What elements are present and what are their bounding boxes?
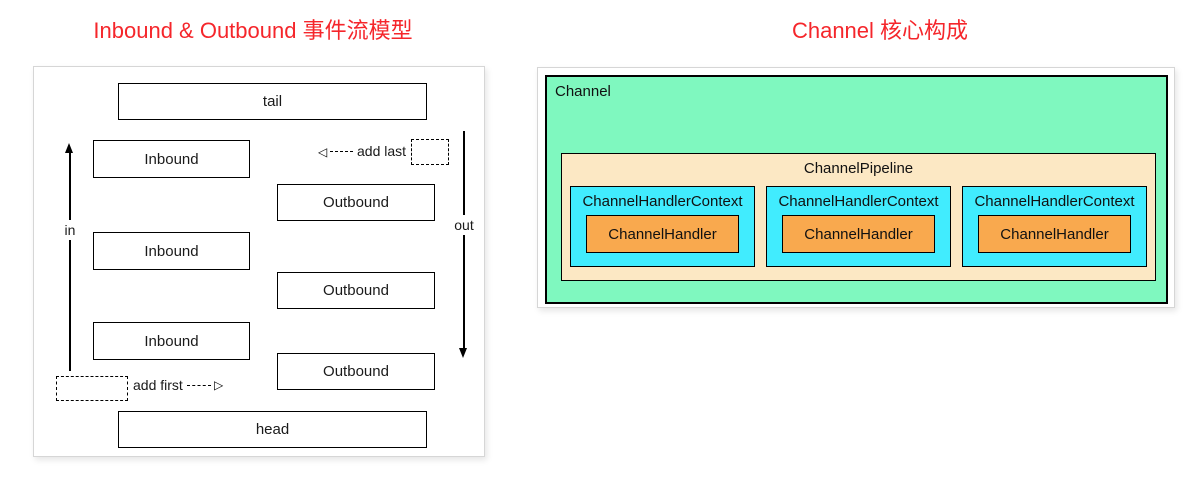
add-last-placeholder-box xyxy=(411,139,449,165)
in-arrow-up-icon xyxy=(65,143,73,153)
head-node-box: head xyxy=(118,411,427,448)
add-last-triangle-icon: ◁ xyxy=(318,145,328,159)
channel-handler-context-box-1: ChannelHandlerContext ChannelHandler xyxy=(570,186,755,267)
add-first-dash-line xyxy=(187,385,211,386)
out-arrow-line xyxy=(463,131,465,350)
channel-handler-context-box-3: ChannelHandlerContext ChannelHandler xyxy=(962,186,1147,267)
channel-handler-box-1: ChannelHandler xyxy=(586,215,739,253)
inbound-handler-box-3: Inbound xyxy=(93,322,250,360)
out-arrow-down-icon xyxy=(459,348,467,358)
channel-structure-title: Channel 核心构成 xyxy=(791,18,969,43)
in-arrow-line xyxy=(69,152,71,371)
channel-handler-context-box-2: ChannelHandlerContext ChannelHandler xyxy=(766,186,951,267)
channel-handler-box-3: ChannelHandler xyxy=(978,215,1131,253)
channel-structure-panel: Channel ChannelPipeline ChannelHandlerCo… xyxy=(537,67,1175,308)
add-first-triangle-icon: ▷ xyxy=(214,378,224,392)
inbound-handler-box-1: Inbound xyxy=(93,140,250,178)
channel-handler-context-label: ChannelHandlerContext xyxy=(778,193,939,210)
out-flow-label: out xyxy=(452,215,476,235)
channel-box: Channel ChannelPipeline ChannelHandlerCo… xyxy=(545,75,1168,304)
channel-label: Channel xyxy=(555,83,611,100)
channel-handler-context-label: ChannelHandlerContext xyxy=(582,193,743,210)
add-last-label: add last xyxy=(357,143,407,159)
channel-handler-context-label: ChannelHandlerContext xyxy=(974,193,1135,210)
in-flow-label: in xyxy=(62,220,78,240)
event-flow-title: Inbound & Outbound 事件流模型 xyxy=(93,18,413,43)
outbound-handler-box-2: Outbound xyxy=(277,272,435,309)
channel-pipeline-label: ChannelPipeline xyxy=(803,160,914,177)
add-first-label: add first xyxy=(133,377,183,393)
outbound-handler-box-3: Outbound xyxy=(277,353,435,390)
handler-contexts-row: ChannelHandlerContext ChannelHandler Cha… xyxy=(570,186,1147,267)
add-last-dash-line xyxy=(330,151,353,152)
channel-pipeline-box: ChannelPipeline ChannelHandlerContext Ch… xyxy=(561,153,1156,281)
tail-node-box: tail xyxy=(118,83,427,120)
event-flow-panel: tail Inbound Inbound Inbound Outbound Ou… xyxy=(33,66,485,457)
channel-handler-box-2: ChannelHandler xyxy=(782,215,935,253)
add-first-placeholder-box xyxy=(56,376,128,401)
outbound-handler-box-1: Outbound xyxy=(277,184,435,221)
inbound-handler-box-2: Inbound xyxy=(93,232,250,270)
